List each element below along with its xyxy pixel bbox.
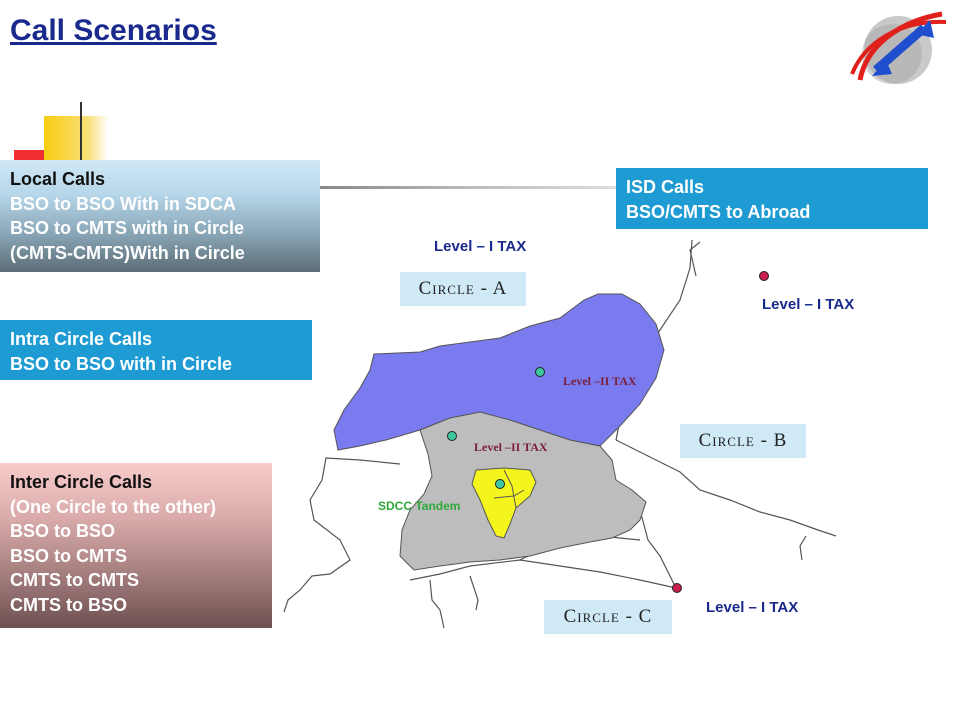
level1-tax-label-right: Level – I TAX — [762, 296, 855, 313]
isd-calls-box: ISD Calls BSO/CMTS to Abroad — [616, 168, 928, 229]
circle-a-region — [333, 293, 665, 451]
inter-circle-heading: Inter Circle Calls — [10, 472, 153, 492]
local-calls-heading: Local Calls — [10, 169, 106, 189]
sdcc-tandem-label: SDCC Tandem — [378, 499, 461, 513]
border-line — [469, 575, 479, 611]
intra-circle-item: BSO to BSO with in Circle — [10, 353, 233, 374]
decor-horizontal-rule — [320, 186, 616, 189]
inter-circle-item: CMTS to BSO — [10, 594, 127, 615]
isd-calls-heading: ISD Calls — [626, 177, 705, 197]
intra-circle-heading: Intra Circle Calls — [10, 329, 153, 349]
page-title: Call Scenarios — [10, 14, 217, 47]
circle-b-label: Circle - B — [680, 424, 806, 458]
circle-a-label: Circle - A — [400, 272, 526, 306]
local-calls-item: BSO to CMTS with in Circle — [10, 218, 245, 238]
level1-tax-label-bottom: Level – I TAX — [706, 599, 799, 616]
border-line — [689, 241, 701, 277]
border-line — [639, 509, 677, 589]
border-line — [283, 457, 401, 613]
inter-circle-item: CMTS to CMTS — [10, 570, 139, 590]
level1-tax-node — [672, 583, 682, 593]
circle-c-label: Circle - C — [544, 600, 672, 634]
local-calls-item: (CMTS-CMTS)With in Circle — [10, 242, 245, 263]
inter-circle-item: (One Circle to the other) — [10, 496, 217, 517]
level2-tax-node — [535, 367, 545, 377]
inter-circle-item: BSO to CMTS — [10, 545, 127, 566]
inter-circle-calls-box: Inter Circle Calls (One Circle to the ot… — [0, 463, 272, 628]
intra-circle-calls-box: Intra Circle Calls BSO to BSO with in Ci… — [0, 320, 312, 380]
decor-vertical-rule — [80, 102, 82, 164]
border-line — [615, 439, 837, 537]
isd-calls-item: BSO/CMTS to Abroad — [626, 201, 811, 222]
border-line — [409, 559, 677, 589]
level1-tax-node — [759, 271, 769, 281]
bsnl-logo-icon — [850, 11, 947, 84]
level2-tax-label-upper: Level –II TAX — [563, 374, 637, 388]
local-calls-box: Local Calls BSO to BSO With in SDCA BSO … — [0, 160, 320, 272]
border-line — [429, 579, 445, 629]
inter-circle-item: BSO to BSO — [10, 521, 116, 541]
local-calls-item: BSO to BSO With in SDCA — [10, 193, 236, 214]
sdca-region — [471, 467, 537, 539]
decor-red-square — [14, 150, 44, 162]
level1-tax-label-top: Level – I TAX — [434, 238, 527, 255]
border-line — [799, 535, 807, 561]
sdcc-tandem-node — [495, 479, 505, 489]
level2-tax-node — [447, 431, 457, 441]
level2-tax-label-lower: Level –II TAX — [474, 440, 548, 454]
